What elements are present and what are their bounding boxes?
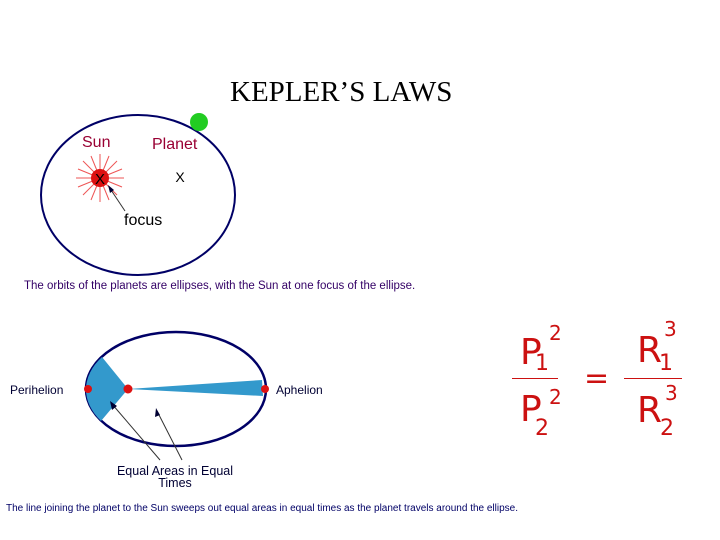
focus-label: focus [124,212,163,229]
formula-r1-exponent: 3 [664,317,677,341]
swept-area-aphelion [128,380,263,396]
sun-label: Sun [82,134,111,151]
sun-focus-mark: X [95,171,105,188]
focus-pointer-arrowhead [108,185,114,193]
formula-r2-letter: R [637,390,663,431]
page-title: KEPLER’S LAWS [230,76,453,108]
planet-aphelion-dot [261,385,269,393]
swept-area-perihelion [85,357,128,421]
equal-areas-label: Equal Areas in Equal Times [116,464,234,490]
planet-icon [190,113,208,131]
planet-label: Planet [152,136,198,153]
pointer-arrowhead-left [110,401,117,410]
sun-dot [123,384,133,394]
planet-perihelion-dot [84,385,92,393]
second-law-caption: The line joining the planet to the Sun s… [6,503,518,514]
formula-p2-letter: P [520,389,542,430]
pointer-line-left [111,403,161,461]
formula-p2-exponent: 2 [549,385,562,409]
formula-p1-exponent: 2 [549,321,562,345]
formula-equals-sign: = [584,361,610,396]
formula-p1-subscript: 1 [535,351,549,376]
pointer-arrowhead-right [155,408,160,417]
formula-p2-subscript: 2 [535,416,549,441]
formula-p1-letter: P [520,332,542,373]
formula-r1-letter: R [637,330,663,371]
sun-icon [76,154,124,202]
formula-r2-exponent: 3 [665,381,678,405]
empty-focus-mark: X [175,169,185,185]
formula-r1-subscript: 1 [659,351,673,376]
first-law-caption: The orbits of the planets are ellipses, … [24,280,416,292]
aphelion-label: Aphelion [276,383,323,397]
pointer-line-right [156,410,183,461]
perihelion-label: Perihelion [10,383,64,397]
fraction-bar-right [624,378,682,379]
formula-r2-subscript: 2 [660,416,674,441]
fraction-bar-left [512,378,558,379]
orbit-ellipse [40,114,236,276]
